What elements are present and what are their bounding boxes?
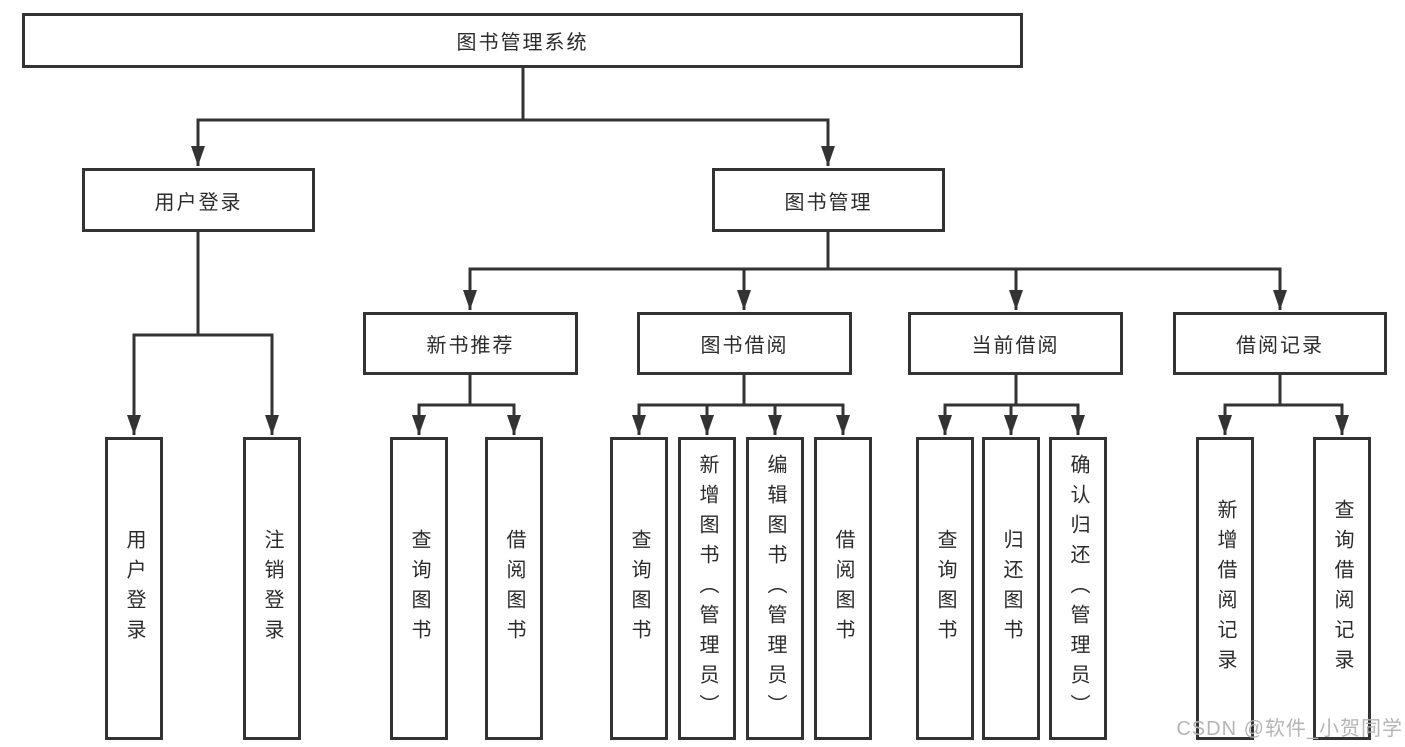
- leaf-add-books-admin-label: 新增图书（管理员）: [696, 453, 718, 724]
- leaf-add-borrow-record: 新增借阅记录: [1196, 437, 1254, 740]
- leaf-query-books-current-label: 查询图书: [934, 528, 956, 649]
- leaf-edit-books-admin: 编辑图书（管理员）: [746, 437, 804, 740]
- node-borrowing-records: 借阅记录: [1173, 312, 1387, 375]
- node-book-borrowing: 图书借阅: [637, 312, 852, 375]
- leaf-logout: 注销登录: [243, 437, 301, 740]
- leaf-confirm-return-admin: 确认归还（管理员）: [1049, 437, 1107, 740]
- leaf-logout-label: 注销登录: [261, 528, 283, 649]
- leaf-borrow-books-recommend-label: 借阅图书: [503, 528, 525, 649]
- leaf-query-borrow-record: 查询借阅记录: [1313, 437, 1371, 740]
- leaf-confirm-return-admin-label: 确认归还（管理员）: [1067, 453, 1089, 724]
- leaf-edit-books-admin-label: 编辑图书（管理员）: [764, 453, 786, 724]
- leaf-query-books-recommend-label: 查询图书: [408, 528, 430, 649]
- leaf-return-books-label: 归还图书: [1000, 528, 1022, 649]
- leaf-user-login-label: 用户登录: [123, 528, 145, 649]
- leaf-user-login: 用户登录: [105, 437, 163, 740]
- leaf-query-books-recommend: 查询图书: [390, 437, 448, 740]
- leaf-return-books: 归还图书: [982, 437, 1040, 740]
- node-new-book-recommend: 新书推荐: [363, 312, 578, 375]
- leaf-query-borrow-record-label: 查询借阅记录: [1331, 498, 1353, 679]
- node-book-management: 图书管理: [712, 168, 945, 232]
- leaf-borrow-books-recommend: 借阅图书: [485, 437, 543, 740]
- node-root-system: 图书管理系统: [22, 13, 1023, 68]
- leaf-borrow-books-borrowing-label: 借阅图书: [832, 528, 854, 649]
- leaf-add-books-admin: 新增图书（管理员）: [678, 437, 736, 740]
- leaf-query-books-borrowing-label: 查询图书: [628, 528, 650, 649]
- node-user-login: 用户登录: [82, 168, 315, 232]
- leaf-add-borrow-record-label: 新增借阅记录: [1214, 498, 1236, 679]
- leaf-query-books-current: 查询图书: [916, 437, 974, 740]
- leaf-query-books-borrowing: 查询图书: [610, 437, 668, 740]
- node-current-borrowing: 当前借阅: [908, 312, 1123, 375]
- leaf-borrow-books-borrowing: 借阅图书: [814, 437, 872, 740]
- watermark: CSDN @软件_小贺同学: [1176, 718, 1403, 740]
